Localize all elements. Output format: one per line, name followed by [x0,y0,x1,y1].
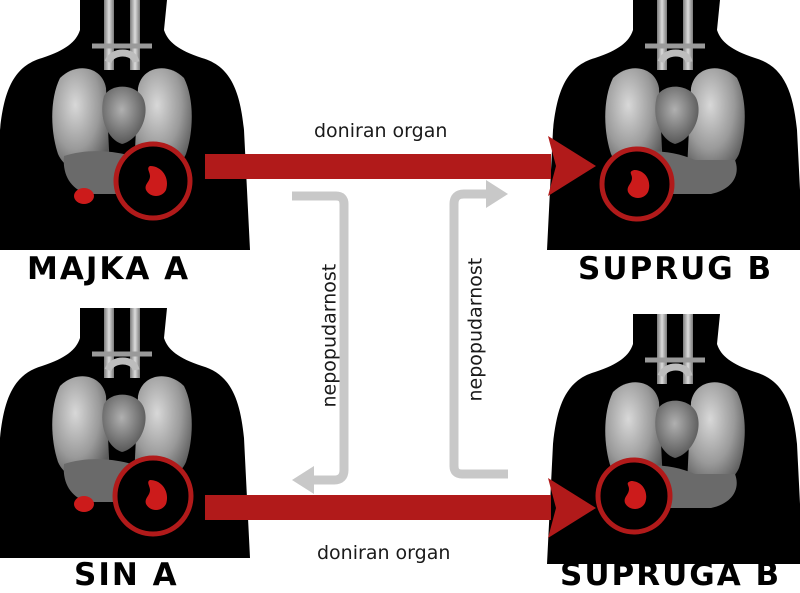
person-label-suprug-b: SUPRUG B [578,251,774,287]
donation-arrow-bottom [205,478,596,538]
person-majka-a [0,0,250,250]
person-suprug-b [547,0,800,250]
person-supruga-b [547,314,800,564]
incompatibility-bracket-left [292,191,349,494]
person-label-majka-a: MAJKA A [27,251,191,287]
person-sin-a [0,308,250,558]
flow-label-bottom: doniran organ [317,542,451,564]
kidney-icon [624,481,647,509]
donation-arrow-top [205,136,596,196]
person-label-sin-a: SIN A [74,557,179,593]
incompatibility-bracket-right [449,180,508,479]
compatibility-label-right: nepopudarnost [464,257,487,402]
kidney-icon [145,480,168,510]
kidney-icon [145,166,168,196]
compatibility-label-left: nepopudarnost [318,263,341,408]
flow-label-top: doniran organ [314,120,448,142]
kidney-icon [627,170,650,198]
person-label-supruga-b: SUPRUGA B [560,557,782,593]
